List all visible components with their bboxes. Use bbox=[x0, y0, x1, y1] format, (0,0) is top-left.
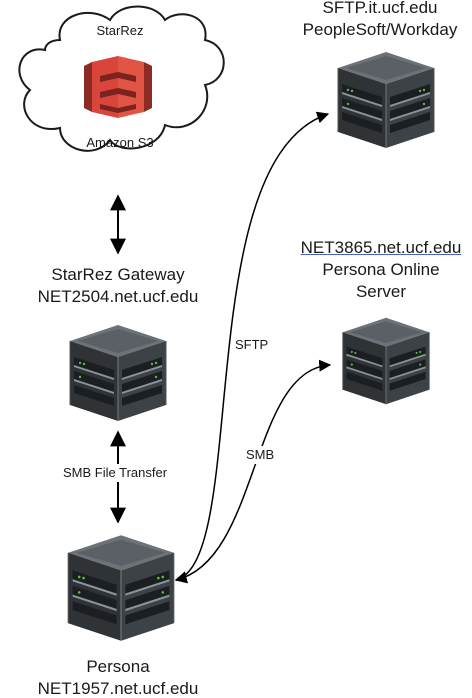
sftp-server-icon bbox=[337, 51, 435, 149]
amazon-s3-icon bbox=[84, 56, 152, 118]
gateway-server-icon bbox=[69, 324, 167, 422]
starrez-gateway-label: StarRez Gateway NET2504.net.ucf.edu bbox=[37, 265, 199, 306]
smb-file-transfer-label: SMB File Transfer bbox=[60, 464, 171, 482]
connector-persona-online bbox=[174, 359, 332, 584]
persona-label: Persona NET1957.net.ucf.edu bbox=[37, 657, 199, 698]
smb-edge-label: SMB bbox=[243, 446, 278, 464]
cloud-top-label: StarRez bbox=[96, 23, 144, 38]
sftp-edge-label: SFTP bbox=[232, 336, 272, 354]
persona-server-icon bbox=[67, 534, 175, 642]
persona-online-server-icon bbox=[342, 317, 430, 405]
cloud-bottom-label: Amazon S3 bbox=[86, 135, 154, 150]
persona-online-label: NET3865.net.ucf.edu Persona Online Serve… bbox=[300, 238, 462, 301]
sftp-server-label: SFTP.it.ucf.edu PeopleSoft/Workday bbox=[302, 0, 458, 39]
